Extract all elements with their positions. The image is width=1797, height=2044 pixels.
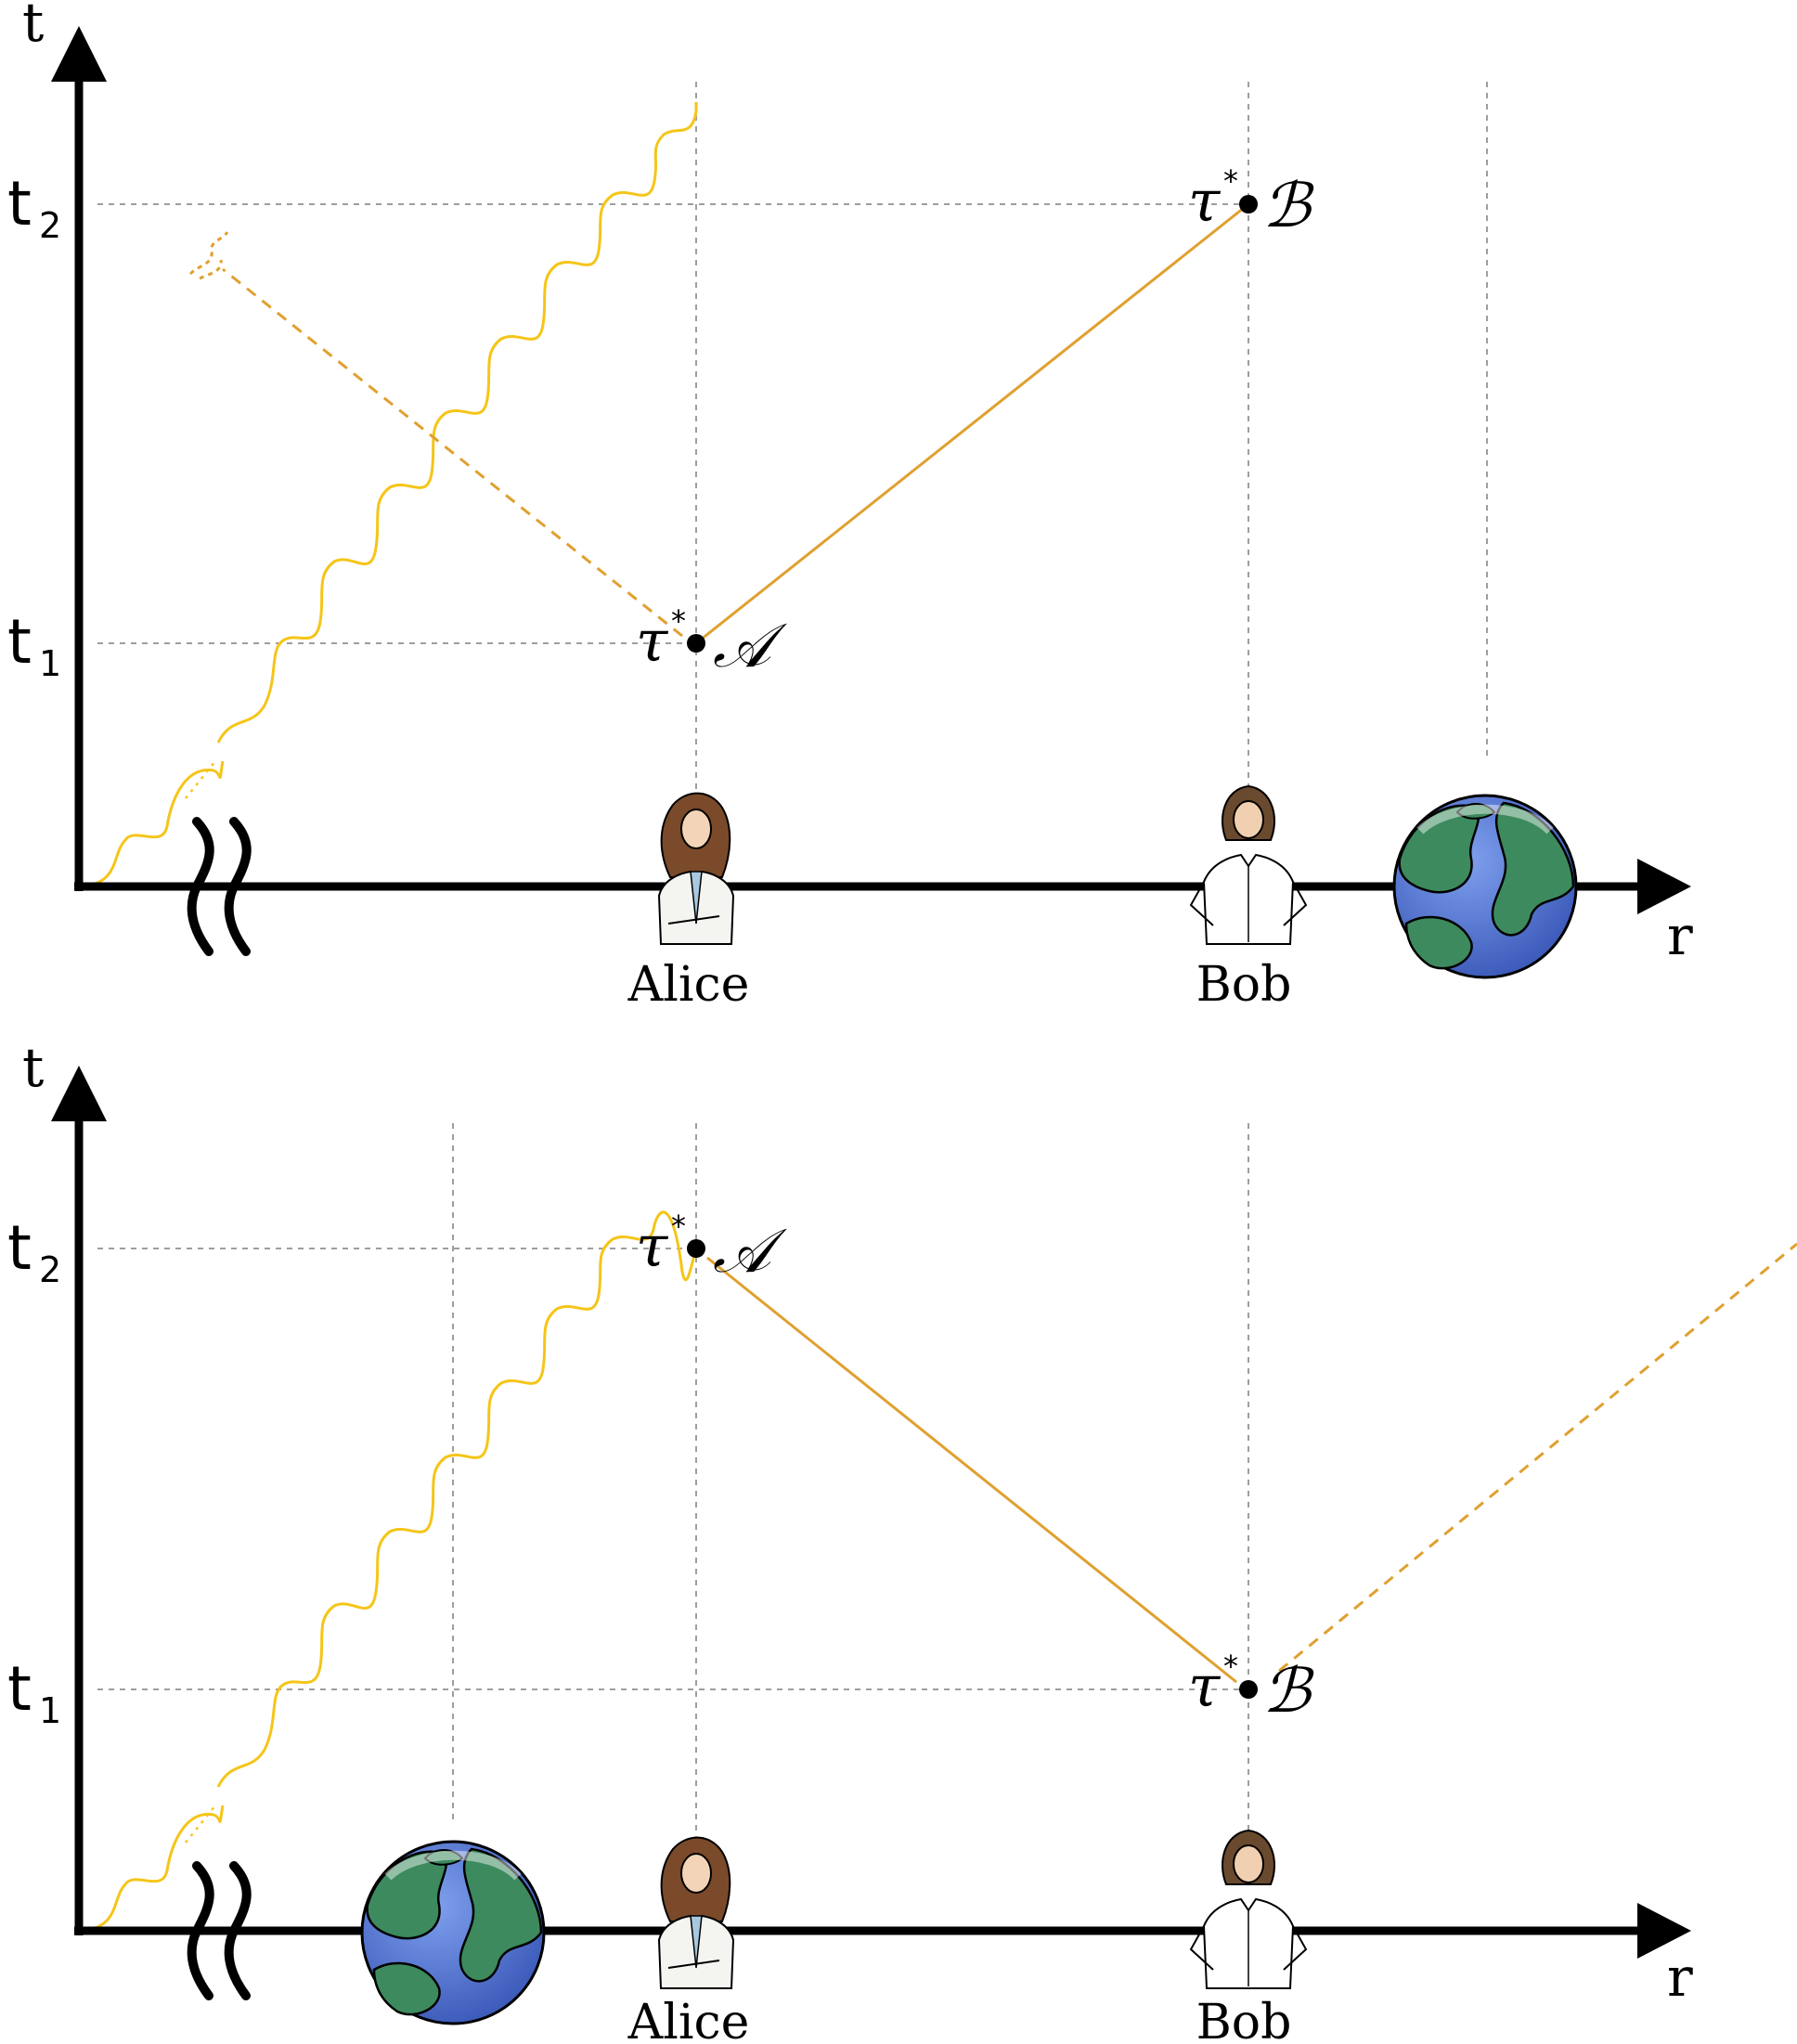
tick-t1: t 1 xyxy=(7,1653,61,1731)
photon-gap-dots xyxy=(185,760,216,799)
r-axis-label: r xyxy=(1667,1946,1693,2009)
event-a: τ * 𝒜 xyxy=(636,603,787,681)
worldline-ab xyxy=(706,1256,1237,1684)
tick-subscript: 2 xyxy=(39,205,61,246)
bob-icon xyxy=(1189,784,1308,945)
tau-label: τ xyxy=(636,607,669,675)
event-label: ℬ xyxy=(1262,1655,1314,1727)
tau-star: * xyxy=(1223,163,1238,199)
bob-label: Bob xyxy=(1196,957,1292,1013)
dashed-worldline xyxy=(1278,1242,1797,1673)
dashed-worldline xyxy=(222,267,683,638)
tick-t2: t 2 xyxy=(7,1212,61,1290)
event-a: τ * 𝒜 xyxy=(636,1209,787,1287)
earth-icon xyxy=(1392,794,1578,979)
tick-label: t xyxy=(7,1212,32,1284)
bob-label: Bob xyxy=(1196,1995,1292,2044)
alice-label: Alice xyxy=(627,1995,750,2044)
tick-label: t xyxy=(7,168,32,239)
event-b: τ * ℬ xyxy=(1188,163,1314,241)
event-dot xyxy=(687,634,705,653)
alice-icon xyxy=(657,792,735,945)
tick-t2: t 2 xyxy=(7,168,61,246)
bob-icon xyxy=(1189,1829,1308,1989)
alice-icon xyxy=(657,1836,735,1989)
tick-subscript: 2 xyxy=(39,1249,61,1290)
event-dot xyxy=(687,1239,705,1258)
event-b: τ * ℬ xyxy=(1188,1649,1314,1727)
tau-star: * xyxy=(671,603,686,639)
tick-label: t xyxy=(7,606,32,678)
panel-top: t r t 2 t 1 τ * 𝒜 τ * ℬ xyxy=(7,0,1693,1013)
tau-label: τ xyxy=(1188,167,1222,235)
event-dot xyxy=(1239,1680,1258,1699)
axis-break-icon xyxy=(187,1861,252,2000)
earth-icon xyxy=(360,1840,546,2025)
photon-worldline xyxy=(75,102,698,888)
panel-bottom: t r t 2 t 1 τ * 𝒜 τ * ℬ xyxy=(7,1036,1797,2044)
event-label: 𝒜 xyxy=(713,1215,787,1287)
tick-subscript: 1 xyxy=(39,1690,61,1731)
tau-star: * xyxy=(1223,1649,1238,1684)
tau-label: τ xyxy=(1188,1652,1222,1720)
tick-t1: t 1 xyxy=(7,606,61,684)
r-axis-arrow xyxy=(1637,859,1691,914)
t-axis-label: t xyxy=(22,0,44,54)
t-axis-arrow xyxy=(51,1066,107,1121)
worldline-ab xyxy=(695,202,1249,645)
event-label: 𝒜 xyxy=(713,610,787,681)
tau-label: τ xyxy=(636,1212,669,1280)
r-axis-arrow xyxy=(1637,1903,1691,1959)
photon-worldline xyxy=(75,1210,698,1933)
event-label: ℬ xyxy=(1262,170,1314,241)
tick-label: t xyxy=(7,1653,32,1725)
t-axis-label: t xyxy=(22,1036,44,1099)
tick-subscript: 1 xyxy=(39,643,61,684)
r-axis-label: r xyxy=(1667,904,1693,967)
alice-label: Alice xyxy=(627,957,750,1013)
t-axis-arrow xyxy=(51,26,107,82)
axis-break-icon xyxy=(187,817,252,956)
event-dot xyxy=(1239,195,1258,213)
worldline-end-squiggle xyxy=(188,231,229,280)
tau-star: * xyxy=(671,1209,686,1244)
photon-gap-dots xyxy=(185,1805,216,1843)
